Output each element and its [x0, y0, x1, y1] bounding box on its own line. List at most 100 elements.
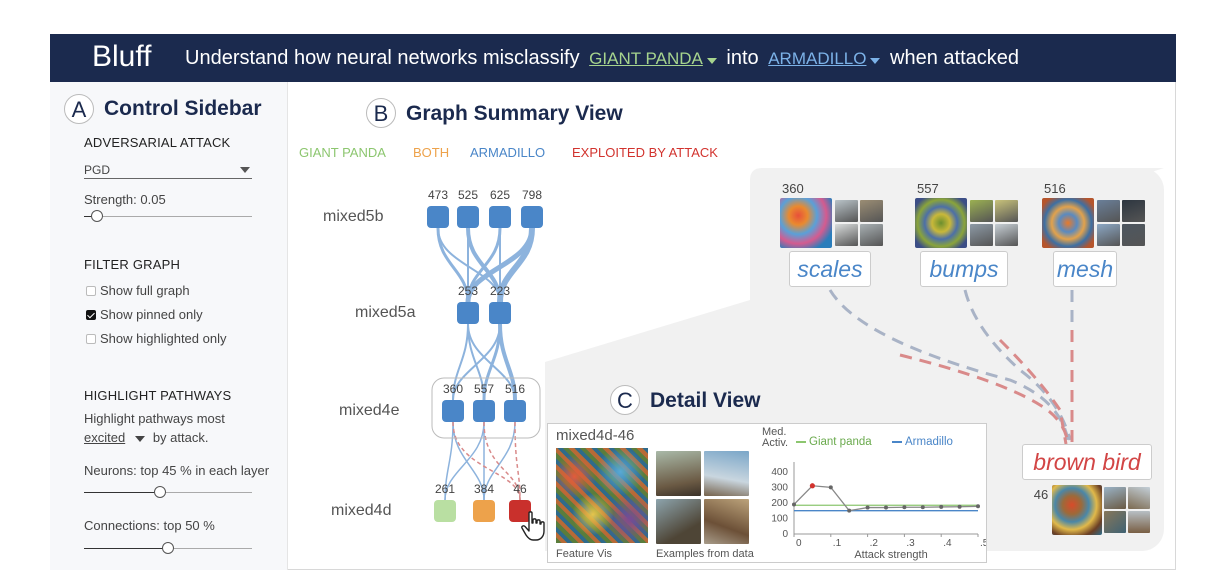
example-image	[656, 499, 701, 544]
filter-option[interactable]: Show full graph	[84, 283, 254, 299]
legend-label: Giant panda	[809, 436, 872, 448]
example-image	[704, 451, 749, 496]
highlight-mode-row: excited by attack.	[84, 430, 208, 445]
hand-cursor-icon	[521, 511, 545, 541]
data-point	[957, 504, 962, 509]
connections-value: 50	[185, 518, 200, 533]
concept-label: bumps	[920, 251, 1008, 287]
attack-method-select[interactable]: PGD	[84, 163, 252, 179]
layer-label: mixed5b	[323, 208, 384, 225]
neurons-label: Neurons: top 45 % in each layer	[84, 463, 269, 478]
zoom-neuron-id: 360	[782, 181, 804, 196]
neuron-node[interactable]	[457, 206, 479, 228]
highlight-mode-select[interactable]: excited	[84, 430, 146, 445]
detail-neuron-name: mixed4d-46	[556, 427, 635, 444]
neurons-value: 45	[162, 463, 177, 478]
neuron-node[interactable]	[434, 500, 456, 522]
example-thumbnail	[1128, 511, 1150, 533]
neuron-node[interactable]	[521, 206, 543, 228]
legend-armadillo: Armadillo	[892, 436, 953, 448]
slider-knob[interactable]	[153, 486, 166, 498]
neuron-node[interactable]	[504, 400, 526, 422]
legend-label: Armadillo	[905, 436, 953, 448]
neuron-id: 557	[473, 382, 495, 396]
strength-slider[interactable]	[84, 210, 252, 224]
neuron-node[interactable]	[442, 400, 464, 422]
feature-vis-caption: Feature Vis	[556, 548, 613, 560]
neuron-node[interactable]	[427, 206, 449, 228]
slider-fill	[84, 492, 160, 493]
source-class-dropdown[interactable]: GIANT PANDA	[589, 49, 717, 68]
sidebar-title: Control Sidebar	[104, 97, 262, 120]
data-point	[939, 504, 944, 509]
example-thumbnail	[860, 224, 883, 246]
data-point	[847, 508, 852, 513]
chevron-down-icon	[135, 435, 146, 442]
example-thumbnail	[835, 200, 858, 222]
data-point	[902, 505, 907, 510]
layer-label: mixed5a	[355, 304, 416, 321]
connections-slider[interactable]	[84, 542, 252, 556]
filter-heading: FILTER GRAPH	[84, 257, 181, 272]
x-tick-label: .4	[943, 538, 952, 549]
tagline-suffix: when attacked	[890, 47, 1020, 69]
highlight-description: Highlight pathways most	[84, 411, 225, 426]
chart-ylabel-line1: Med.	[762, 426, 787, 438]
neurons-label-text: Neurons: top	[84, 463, 159, 478]
x-tick-label: 0	[796, 538, 802, 549]
neuron-node[interactable]	[489, 206, 511, 228]
example-thumbnail	[1097, 200, 1120, 222]
neuron-node[interactable]	[509, 500, 531, 522]
example-thumbnail	[1122, 224, 1145, 246]
slider-fill	[84, 548, 168, 549]
source-class-label: GIANT PANDA	[589, 49, 703, 68]
target-class-dropdown[interactable]: ARMADILLO	[768, 49, 881, 68]
target-concept-label: brown bird	[1022, 444, 1152, 480]
example-thumbnail	[1128, 487, 1150, 509]
attack-heading: ADVERSARIAL ATTACK	[84, 135, 231, 150]
checkbox-icon[interactable]	[86, 286, 96, 296]
neuron-node[interactable]	[473, 500, 495, 522]
filter-option[interactable]: Show pinned only	[84, 307, 254, 323]
neuron-node[interactable]	[489, 302, 511, 324]
chevron-down-icon	[870, 58, 881, 64]
neurons-slider[interactable]	[84, 486, 252, 500]
y-tick-label: 100	[771, 513, 788, 524]
link-bumps	[963, 289, 1072, 441]
filter-option-label: Show highlighted only	[100, 331, 227, 346]
y-tick-label: 200	[771, 498, 788, 509]
slider-track	[84, 216, 252, 217]
checkbox-icon[interactable]	[86, 334, 96, 344]
link-scales	[828, 289, 1070, 441]
slider-track	[84, 492, 252, 493]
neuron-id: 261	[434, 482, 456, 496]
y-tick-label: 300	[771, 482, 788, 493]
neuron-node[interactable]	[473, 400, 495, 422]
checkbox-checked-icon[interactable]	[86, 310, 96, 320]
x-tick-label: .2	[870, 538, 879, 549]
example-image	[704, 499, 749, 544]
legend-item: EXPLOITED BY ATTACK	[572, 145, 718, 160]
example-thumbnail	[1104, 511, 1126, 533]
neuron-id: 798	[521, 188, 543, 202]
data-point	[884, 505, 888, 510]
layer-label: mixed4e	[339, 402, 400, 419]
filter-option[interactable]: Show highlighted only	[84, 331, 254, 347]
data-point	[809, 483, 815, 489]
strength-value: 0.05	[140, 192, 166, 207]
feature-vis-image	[556, 448, 648, 543]
connections-label-text: Connections: top	[84, 518, 182, 533]
slider-knob[interactable]	[91, 210, 104, 222]
example-thumbnail	[995, 224, 1018, 246]
neuron-id: 46	[513, 482, 527, 496]
feature-vis-thumbnail	[780, 198, 832, 248]
neuron-id: 473	[427, 188, 449, 202]
slider-knob[interactable]	[162, 542, 174, 554]
connections-label: Connections: top 50 %	[84, 518, 215, 533]
x-tick-label: .3	[906, 538, 915, 549]
example-thumbnail	[995, 200, 1018, 222]
neuron-node[interactable]	[457, 302, 479, 324]
tagline: Understand how neural networks misclassi…	[185, 47, 1019, 70]
x-tick-label: .5	[980, 538, 986, 549]
